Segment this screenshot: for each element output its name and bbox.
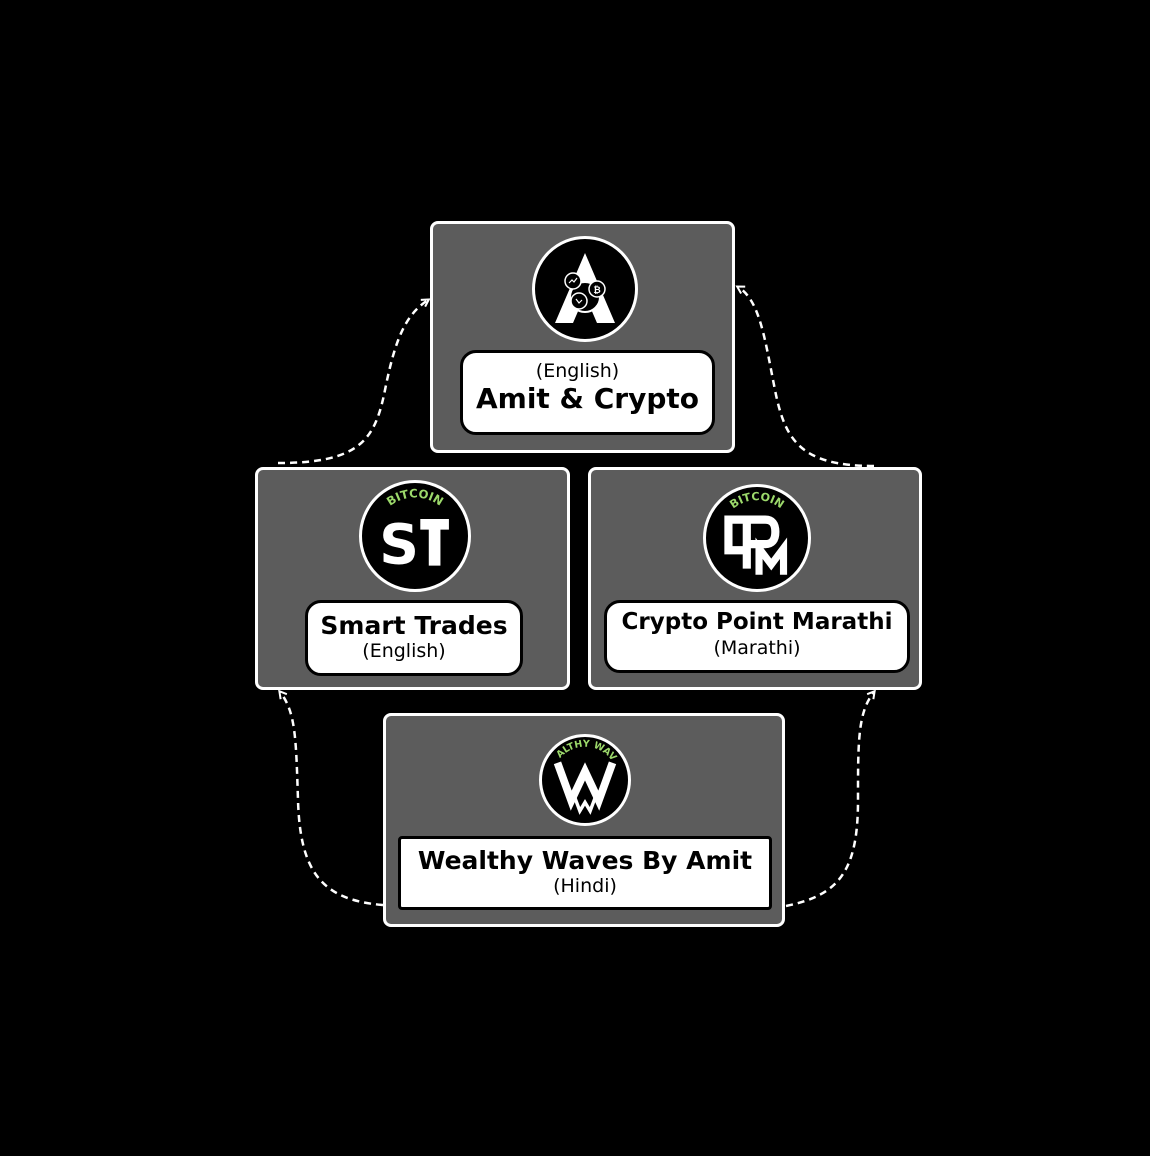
node-crypto-point-marathi: BITCOIN Crypto Point Marathi (Marathi) [588, 467, 922, 690]
arrow-crypto-point-to-amit [738, 287, 875, 468]
svg-text:₿: ₿ [593, 285, 600, 296]
amit-crypto-label: (English) Amit & Crypto [460, 350, 715, 435]
wealthy-waves-label: Wealthy Waves By Amit (Hindi) [398, 836, 772, 910]
wealthy-waves-logo-icon: WEALTHY WAVES [539, 734, 631, 826]
amit-crypto-logo-icon: ₿ [532, 236, 638, 342]
crypto-point-marathi-name: Crypto Point Marathi [621, 609, 893, 635]
node-amit-crypto: ₿ (English) Amit & Crypto [430, 221, 735, 453]
smart-trades-language: (English) [362, 640, 446, 662]
crypto-point-marathi-label: Crypto Point Marathi (Marathi) [604, 600, 910, 673]
crypto-point-marathi-language: (Marathi) [713, 637, 801, 659]
smart-trades-label: Smart Trades (English) [305, 600, 523, 676]
smart-trades-name: Smart Trades [320, 611, 508, 640]
arrow-wealthy-to-smart-trades [280, 692, 384, 907]
arrow-smart-trades-to-amit [277, 300, 428, 465]
wealthy-waves-language: (Hindi) [553, 875, 617, 897]
wealthy-waves-name: Wealthy Waves By Amit [417, 846, 753, 875]
arrow-wealthy-to-crypto-point [785, 692, 874, 908]
amit-crypto-language: (English) [535, 360, 620, 382]
node-smart-trades: BITCOIN S Smart Trades (English) [255, 467, 570, 690]
svg-text:S: S [379, 513, 419, 577]
smart-trades-logo-icon: BITCOIN S [359, 480, 471, 592]
svg-text:WEALTHY WAVES: WEALTHY WAVES [542, 737, 619, 764]
svg-text:BITCOIN: BITCOIN [384, 486, 446, 508]
svg-text:BITCOIN: BITCOIN [727, 490, 786, 511]
amit-crypto-name: Amit & Crypto [475, 382, 699, 415]
node-wealthy-waves: WEALTHY WAVES Wealthy Waves By Amit (Hin… [383, 713, 785, 927]
crypto-point-marathi-logo-icon: BITCOIN [703, 484, 811, 592]
